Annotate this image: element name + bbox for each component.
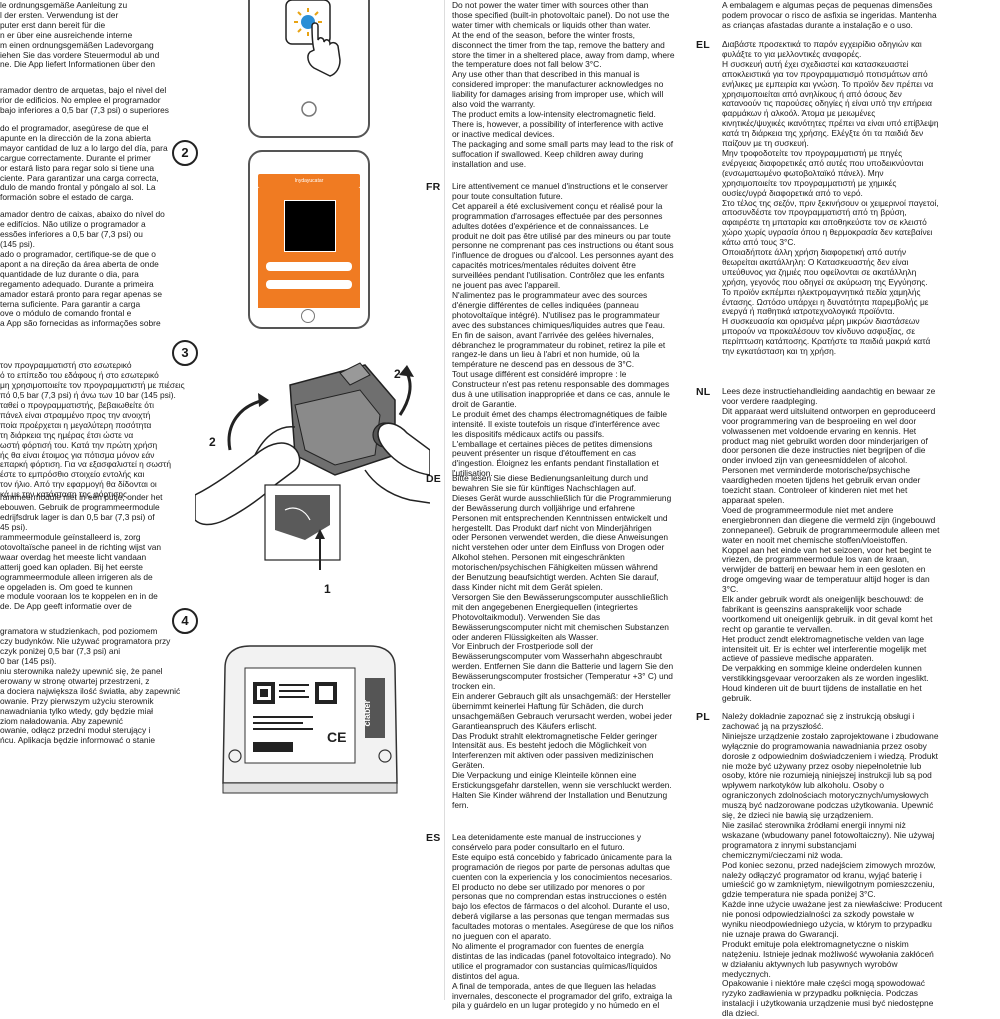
col1-es-install: ramador dentro de arquetas, bajo el nive… — [0, 85, 169, 115]
col1-el-panel: ταθεί ο προγραμματιστής, βεβαιωθείτε ότι… — [0, 400, 172, 500]
remove-module-illustration — [195, 362, 430, 570]
lang-tag-el: EL — [696, 39, 710, 51]
app-header-label: Inydayucatar — [294, 178, 324, 184]
col1-es-panel: do el programador, asegúrese de que el a… — [0, 123, 168, 203]
step-3-number: 3 — [172, 340, 198, 366]
lang-tag-fr: FR — [426, 181, 441, 193]
brand-logo: claber — [362, 700, 372, 727]
lang-tag-es: ES — [426, 832, 441, 844]
phone-illustration-1 — [248, 0, 370, 138]
app-input-field — [266, 262, 352, 271]
col1-pl-install: gramatora w studzienkach, pod poziomem c… — [0, 626, 171, 666]
col1-nl-panel: rammeermodule geïnstalleerd is, zorg oto… — [0, 532, 162, 612]
col1-de-tail: le ordnungsgemäße Aanleitung zu l der er… — [0, 0, 160, 70]
col1-el-install: τον προγραμματιστή στο εσωτερικό ό το επ… — [0, 360, 185, 400]
arrow-label-bottom: 1 — [324, 582, 331, 596]
fr-text: Lire attentivement ce manuel d'instructi… — [452, 181, 674, 479]
arrow-label-left: 2 — [209, 435, 216, 449]
col1-pl-panel: niu sterownika należy upewnić się, że pa… — [0, 666, 181, 746]
col1-pt-install: amador dentro de caixas, abaixo do nível… — [0, 209, 165, 249]
lang-tag-nl: NL — [696, 386, 711, 398]
app-dark-screen — [284, 200, 336, 252]
pl-text: Należy dokładnie zapoznać się z instrukc… — [722, 711, 943, 1019]
app-header-bar: Inydayucatar — [258, 174, 360, 188]
step-2-number: 2 — [172, 140, 198, 166]
de-text: Bitte lesen Sie diese Bedienungsanleitun… — [452, 473, 674, 810]
arrow-label-right: 2 — [394, 367, 401, 381]
illustration-column: 2 Inydayucatar 3 2 2 1 4 — [172, 0, 440, 1000]
column-divider — [444, 0, 445, 1000]
svg-text:CE: CE — [327, 729, 346, 745]
phone-illustration-2: Inydayucatar — [248, 150, 370, 329]
col1-nl-install: rammeermodule niet in een putje, onder h… — [0, 492, 163, 532]
el-text: Διαβάστε προσεκτικά το παρόν εγχειρίδιο … — [722, 39, 939, 357]
en-text-tail: Do not power the water timer with source… — [452, 0, 675, 169]
es-text: Lea detenidamente este manual de instruc… — [452, 832, 674, 1011]
tap-gesture-icon — [285, 0, 341, 117]
step-4-number: 4 — [172, 608, 198, 634]
lang-tag-pl: PL — [696, 711, 710, 723]
lang-tag-de: DE — [426, 473, 441, 485]
phone-home-button — [301, 309, 315, 323]
app-button — [266, 280, 352, 289]
device-rear-illustration: CE — [222, 645, 398, 794]
nl-text: Lees deze instructiehandleiding aandacht… — [722, 386, 940, 704]
col1-pt-panel: ado o programador, certifique-se de que … — [0, 249, 163, 329]
pt-text-tail: A embalagem e algumas peças de pequenas … — [722, 0, 937, 30]
